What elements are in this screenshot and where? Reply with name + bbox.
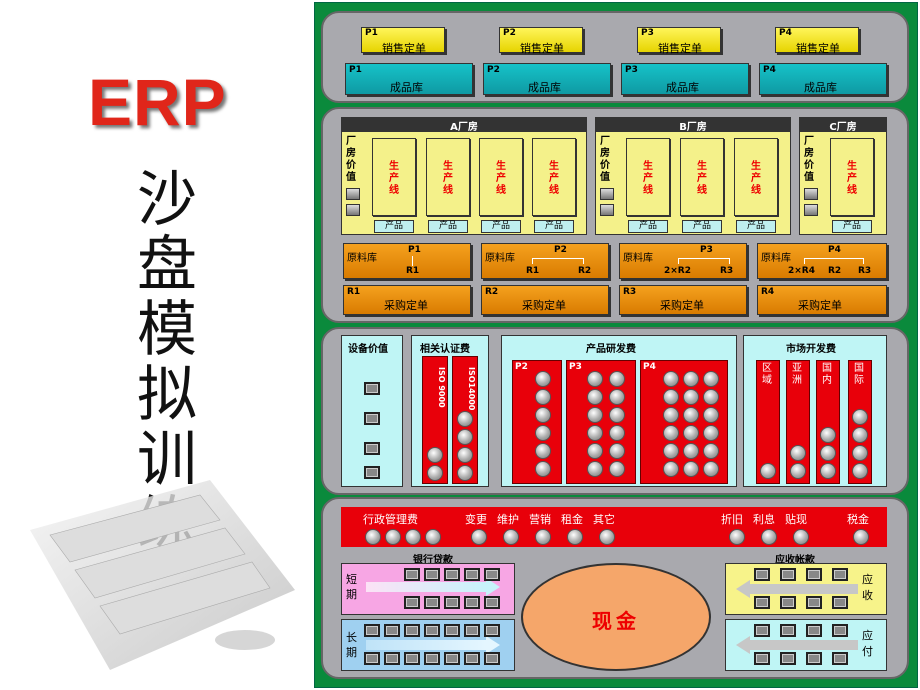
product-slot: 产品 (481, 220, 521, 233)
cert-iso9000[interactable]: ISO 9000 (422, 356, 448, 484)
title-char: 训 (137, 425, 197, 495)
keyboard-image (30, 480, 295, 670)
title-char: 盘 (137, 230, 197, 300)
equipment-value-box: 设备价值 (341, 335, 403, 487)
factory-a: A厂房 厂房价值 生产线 产品 生产线 产品 生产线 产品 生产线 产品 (341, 117, 587, 235)
title-char: 拟 (137, 360, 197, 430)
product-slot: 产品 (736, 220, 776, 233)
market-international[interactable]: 国际 (848, 360, 872, 484)
rnd-box: 产品研发费 P2 P3 P4 (501, 335, 737, 487)
product-slot: 产品 (374, 220, 414, 233)
production-line[interactable]: 生产线 (830, 138, 874, 216)
factory-value-chip[interactable] (804, 188, 818, 200)
product-slot: 产品 (428, 220, 468, 233)
production-line[interactable]: 生产线 (372, 138, 416, 216)
market-region[interactable]: 区域 (756, 360, 780, 484)
rnd-p3[interactable]: P3 (566, 360, 636, 484)
cert-iso14000[interactable]: ISO14000 (452, 356, 478, 484)
expense-admin: 行政管理费 (363, 513, 418, 526)
factory-b: B厂房 厂房价值 生产线 产品 生产线 产品 生产线 产品 (595, 117, 791, 235)
expense-maintain: 维护 (497, 513, 519, 526)
raw-material-p4[interactable]: 原料库 P4 2×R4 R2 R3 (757, 243, 887, 279)
equipment-token[interactable] (364, 412, 380, 425)
factory-c-title: C厂房 (800, 118, 886, 133)
title-char: 沙 (137, 165, 197, 235)
cash-pool[interactable]: 现金 (521, 563, 711, 671)
expense-tax: 税金 (847, 513, 869, 526)
expense-interest: 利息 (753, 513, 775, 526)
rnd-p4[interactable]: P4 (640, 360, 728, 484)
factory-value-chip[interactable] (346, 188, 360, 200)
production-line[interactable]: 生产线 (734, 138, 778, 216)
title-char: 模 (137, 295, 197, 365)
factory-value-chip[interactable] (804, 204, 818, 216)
production-line[interactable]: 生产线 (426, 138, 470, 216)
production-line[interactable]: 生产线 (479, 138, 523, 216)
factory-b-title: B厂房 (596, 118, 790, 133)
expense-rent: 租金 (561, 513, 583, 526)
erp-logo: ERP (88, 65, 227, 139)
product-slot: 产品 (832, 220, 872, 233)
finance-panel: 行政管理费 变更 维护 营销 租金 其它 折旧 利息 贴现 税金 银行贷款 短期… (321, 497, 909, 679)
accounts-receivable[interactable]: 应收 (725, 563, 887, 615)
production-line[interactable]: 生产线 (626, 138, 670, 216)
market-box: 市场开发费 区域 亚洲 国内 国际 (743, 335, 887, 487)
market-asia[interactable]: 亚洲 (786, 360, 810, 484)
accounts-payable[interactable]: 应付 (725, 619, 887, 671)
factory-value-chip[interactable] (346, 204, 360, 216)
factory-a-title: A厂房 (342, 118, 586, 133)
product-slot: 产品 (628, 220, 668, 233)
expense-discount: 贴现 (785, 513, 807, 526)
short-term-loan[interactable]: 短期 (341, 563, 515, 615)
raw-material-p2[interactable]: 原料库 P2 R1 R2 (481, 243, 609, 279)
factory-value-chip[interactable] (600, 188, 614, 200)
equipment-token[interactable] (364, 466, 380, 479)
investment-panel: 设备价值 相关认证费 ISO 9000 ISO14000 产品研发费 P2 (321, 327, 909, 495)
expense-other: 其它 (593, 513, 615, 526)
expense-depreciation: 折旧 (721, 513, 743, 526)
product-slot: 产品 (682, 220, 722, 233)
factory-value-label: 厂房价值 (804, 136, 814, 183)
factory-value-label: 厂房价值 (600, 136, 610, 183)
equipment-token[interactable] (364, 442, 380, 455)
certification-box: 相关认证费 ISO 9000 ISO14000 (411, 335, 489, 487)
rnd-p2[interactable]: P2 (512, 360, 562, 484)
long-term-loan[interactable]: 长期 (341, 619, 515, 671)
bank-loan-title: 银行贷款 (413, 555, 453, 566)
production-panel: A厂房 厂房价值 生产线 产品 生产线 产品 生产线 产品 生产线 产品 B厂房… (321, 107, 909, 323)
factory-value-chip[interactable] (600, 204, 614, 216)
receivable-title: 应收帐款 (775, 555, 815, 566)
product-slot: 产品 (534, 220, 574, 233)
equipment-token[interactable] (364, 382, 380, 395)
market-domestic[interactable]: 国内 (816, 360, 840, 484)
production-line[interactable]: 生产线 (680, 138, 724, 216)
raw-material-p3[interactable]: 原料库 P3 2×R2 R3 (619, 243, 747, 279)
expense-marketing: 营销 (529, 513, 551, 526)
expense-change: 变更 (465, 513, 487, 526)
expense-bar: 行政管理费 变更 维护 营销 租金 其它 折旧 利息 贴现 税金 (341, 507, 887, 547)
factory-c: C厂房 厂房价值 生产线 产品 (799, 117, 887, 235)
production-line[interactable]: 生产线 (532, 138, 576, 216)
factory-value-label: 厂房价值 (346, 136, 356, 183)
raw-material-p1[interactable]: 原料库 P1 R1 (343, 243, 471, 279)
